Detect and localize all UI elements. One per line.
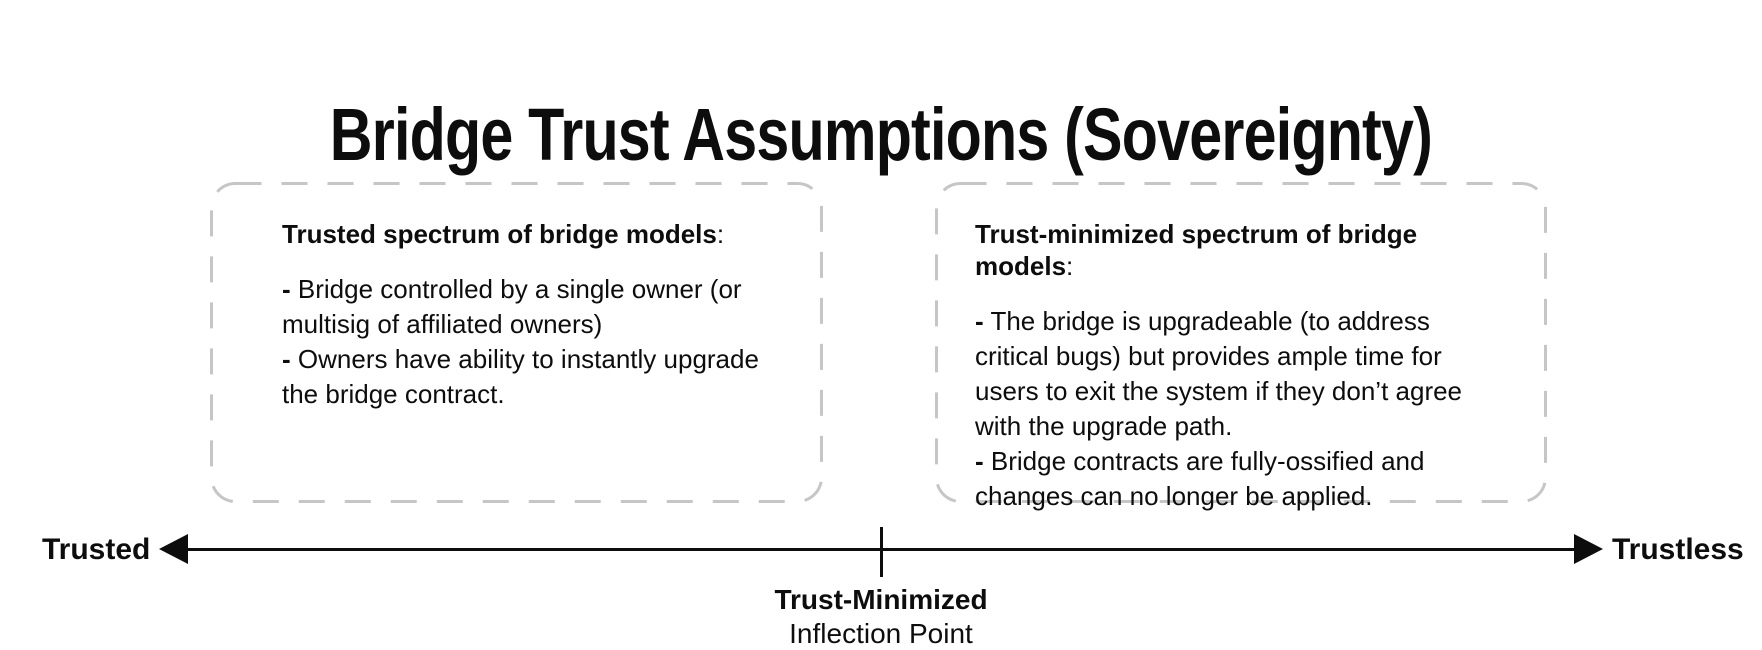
- trust-minimized-spectrum-box: Trust-minimized spectrum of bridge model…: [935, 182, 1547, 511]
- left-arrowhead-icon: [159, 534, 188, 564]
- bullet-dash: -: [282, 344, 291, 374]
- axis-label-trustless: Trustless: [1612, 533, 1744, 566]
- bullet-text: The bridge is upgradeable (to address cr…: [975, 306, 1463, 441]
- bullet-dash: -: [975, 446, 984, 476]
- heading-text: Trusted spectrum of bridge models: [282, 219, 717, 249]
- trust-minimized-spectrum-content: Trust-minimized spectrum of bridge model…: [975, 218, 1495, 514]
- right-arrowhead-icon: [1574, 534, 1603, 564]
- inflection-point-label: Trust-Minimized Inflection Point: [681, 584, 1081, 650]
- bullet-text: Bridge controlled by a single owner (or …: [282, 274, 742, 339]
- trusted-spectrum-heading: Trusted spectrum of bridge models:: [282, 218, 787, 250]
- bullet-text: Owners have ability to instantly upgrade…: [282, 344, 759, 409]
- trusted-spectrum-box: Trusted spectrum of bridge models: - Bri…: [210, 182, 823, 503]
- trusted-bullet-1: - Bridge controlled by a single owner (o…: [282, 272, 787, 342]
- trust-minimized-bullet-1: - The bridge is upgradeable (to address …: [975, 304, 1495, 444]
- inflection-point-label-line2: Inflection Point: [789, 618, 973, 649]
- dashed-border: [210, 182, 823, 503]
- trusted-bullet-2: - Owners have ability to instantly upgra…: [282, 342, 787, 412]
- bullet-dash: -: [975, 306, 984, 336]
- inflection-point-label-line1: Trust-Minimized: [774, 584, 988, 615]
- trust-minimized-bullet-2: - Bridge contracts are fully-ossified an…: [975, 444, 1495, 514]
- heading-colon: :: [716, 219, 725, 249]
- trust-minimized-spectrum-heading: Trust-minimized spectrum of bridge model…: [975, 218, 1495, 282]
- inflection-point-tick: [880, 527, 883, 577]
- page-title-text: Bridge Trust Assumptions (Sovereignty): [329, 92, 1433, 176]
- heading-text: Trust-minimized spectrum of bridge model…: [975, 219, 1418, 281]
- heading-colon: :: [1066, 251, 1074, 281]
- bullet-dash: -: [282, 274, 291, 304]
- page-title: Bridge Trust Assumptions (Sovereignty): [0, 92, 1762, 176]
- axis-label-trusted: Trusted: [42, 533, 151, 566]
- bullet-text: Bridge contracts are fully-ossified and …: [975, 446, 1425, 511]
- dashed-border: [935, 182, 1547, 503]
- trusted-spectrum-content: Trusted spectrum of bridge models: - Bri…: [282, 218, 787, 412]
